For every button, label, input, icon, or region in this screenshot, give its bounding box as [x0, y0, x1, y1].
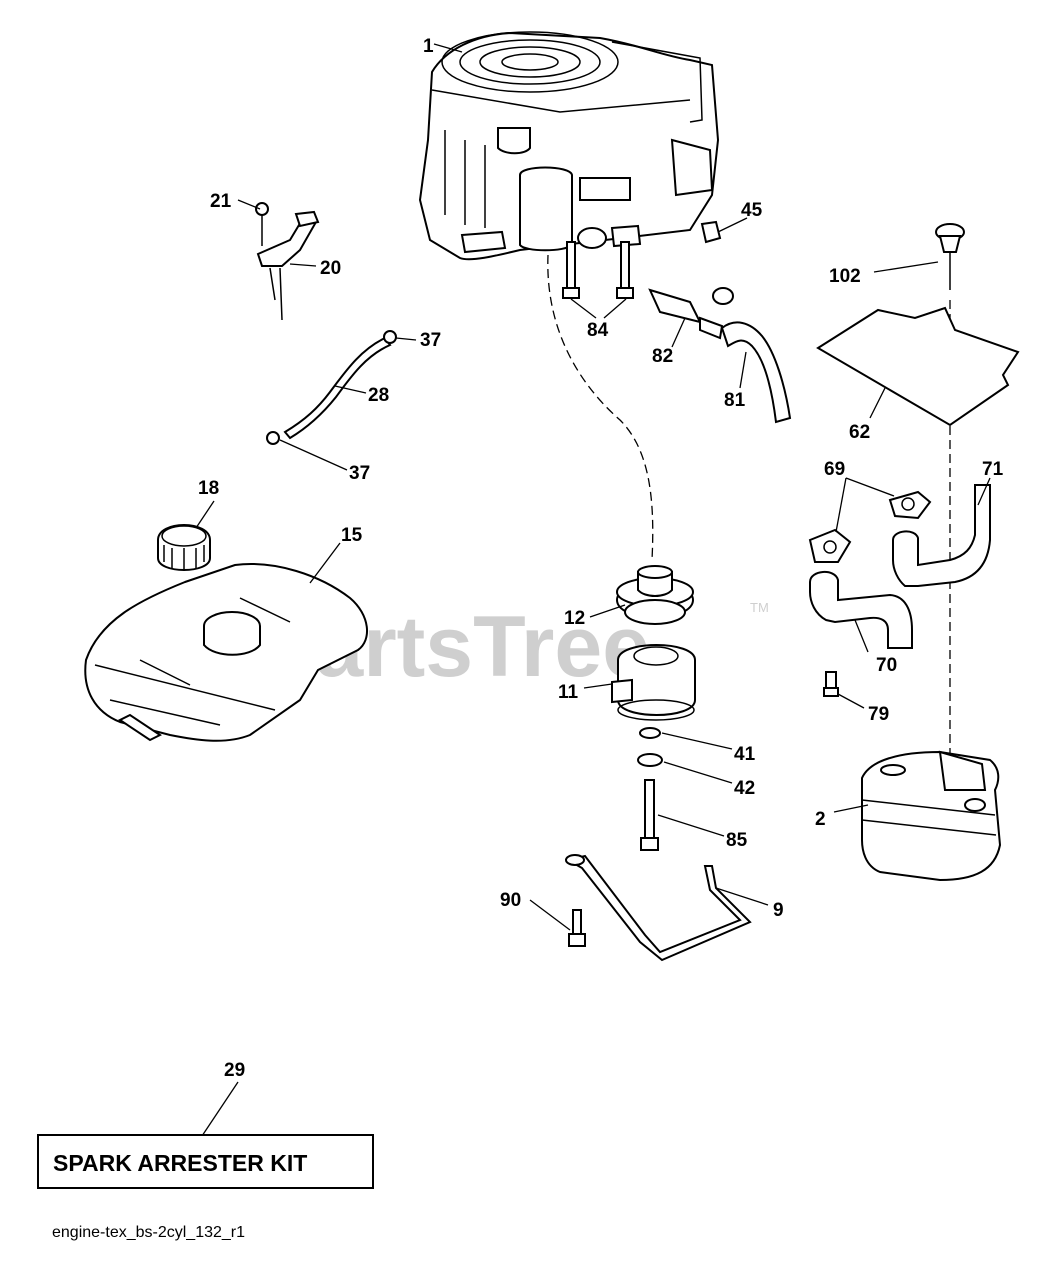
callouts: 1 21 20 37 28 37 84 82 81 45 102 62 69 7… [198, 36, 1004, 1081]
spark-arrester-kit-label: SPARK ARRESTER KIT [53, 1150, 307, 1176]
heat-shield-62-part[interactable] [816, 306, 1020, 427]
callout-28[interactable]: 28 [368, 385, 389, 406]
bolts-84-part[interactable] [562, 241, 634, 299]
rod-9-part[interactable] [565, 854, 752, 962]
callout-41[interactable]: 41 [734, 744, 756, 765]
engine-part[interactable] [418, 31, 720, 261]
hose-clamp-37-bottom-part[interactable] [266, 431, 280, 445]
bolt-21-part[interactable] [255, 202, 269, 246]
callout-37-bottom[interactable]: 37 [349, 463, 370, 484]
callout-20[interactable]: 20 [320, 258, 341, 279]
gaskets-69-part[interactable] [808, 490, 932, 563]
diagram-filename: engine-tex_bs-2cyl_132_r1 [52, 1224, 245, 1241]
fuel-tank-15-part[interactable] [84, 563, 369, 742]
throttle-bracket-20-part[interactable] [256, 210, 320, 321]
callout-81[interactable]: 81 [724, 390, 746, 411]
callout-69[interactable]: 69 [824, 459, 845, 480]
callout-79[interactable]: 79 [868, 704, 889, 725]
washer-42-part[interactable] [637, 753, 663, 767]
exhaust-pipe-70-part[interactable] [809, 571, 913, 649]
callout-11[interactable]: 11 [558, 682, 579, 703]
callout-37-top[interactable]: 37 [420, 330, 441, 351]
callout-90[interactable]: 90 [500, 890, 521, 911]
callout-71[interactable]: 71 [982, 459, 1004, 480]
callout-85[interactable]: 85 [726, 830, 748, 851]
spark-arrester-kit-box[interactable]: SPARK ARRESTER KIT [37, 1134, 374, 1189]
fitting-82-part[interactable] [648, 287, 734, 340]
callout-70[interactable]: 70 [876, 655, 897, 676]
leader-lines [195, 43, 991, 1137]
callout-102[interactable]: 102 [829, 266, 861, 287]
callout-1[interactable]: 1 [423, 36, 434, 57]
callout-15[interactable]: 15 [341, 525, 363, 546]
muffler-2-part[interactable] [861, 750, 1002, 882]
hose-81-part[interactable] [720, 321, 792, 424]
callout-45[interactable]: 45 [741, 200, 763, 221]
watermark-tm: TM [750, 600, 769, 615]
bolt-79-part[interactable] [823, 671, 839, 697]
exhaust-pipe-71-part[interactable] [892, 484, 991, 587]
callout-9[interactable]: 9 [773, 900, 784, 921]
washer-41-part[interactable] [639, 727, 661, 739]
fuel-cap-18-part[interactable] [157, 524, 211, 571]
callout-42[interactable]: 42 [734, 778, 755, 799]
clutch-11-part[interactable] [611, 644, 696, 721]
callout-84[interactable]: 84 [587, 320, 609, 341]
plug-45-part[interactable] [700, 220, 722, 244]
rod-9-eye [565, 854, 585, 866]
callout-62[interactable]: 62 [849, 422, 870, 443]
fuel-line-28-part[interactable] [283, 336, 392, 440]
callout-12[interactable]: 12 [564, 608, 585, 629]
engine-shaft-dash-line [547, 254, 654, 561]
callout-2[interactable]: 2 [815, 809, 826, 830]
pulley-12-part[interactable] [616, 565, 694, 625]
hose-clamp-37-top-part[interactable] [383, 330, 397, 344]
callout-82[interactable]: 82 [652, 346, 673, 367]
bolt-85-part[interactable] [640, 779, 659, 851]
callout-18[interactable]: 18 [198, 478, 219, 499]
callout-21[interactable]: 21 [210, 191, 232, 212]
callout-29[interactable]: 29 [224, 1060, 245, 1081]
knob-102-part[interactable] [935, 223, 965, 290]
bolt-90-part[interactable] [568, 909, 586, 947]
